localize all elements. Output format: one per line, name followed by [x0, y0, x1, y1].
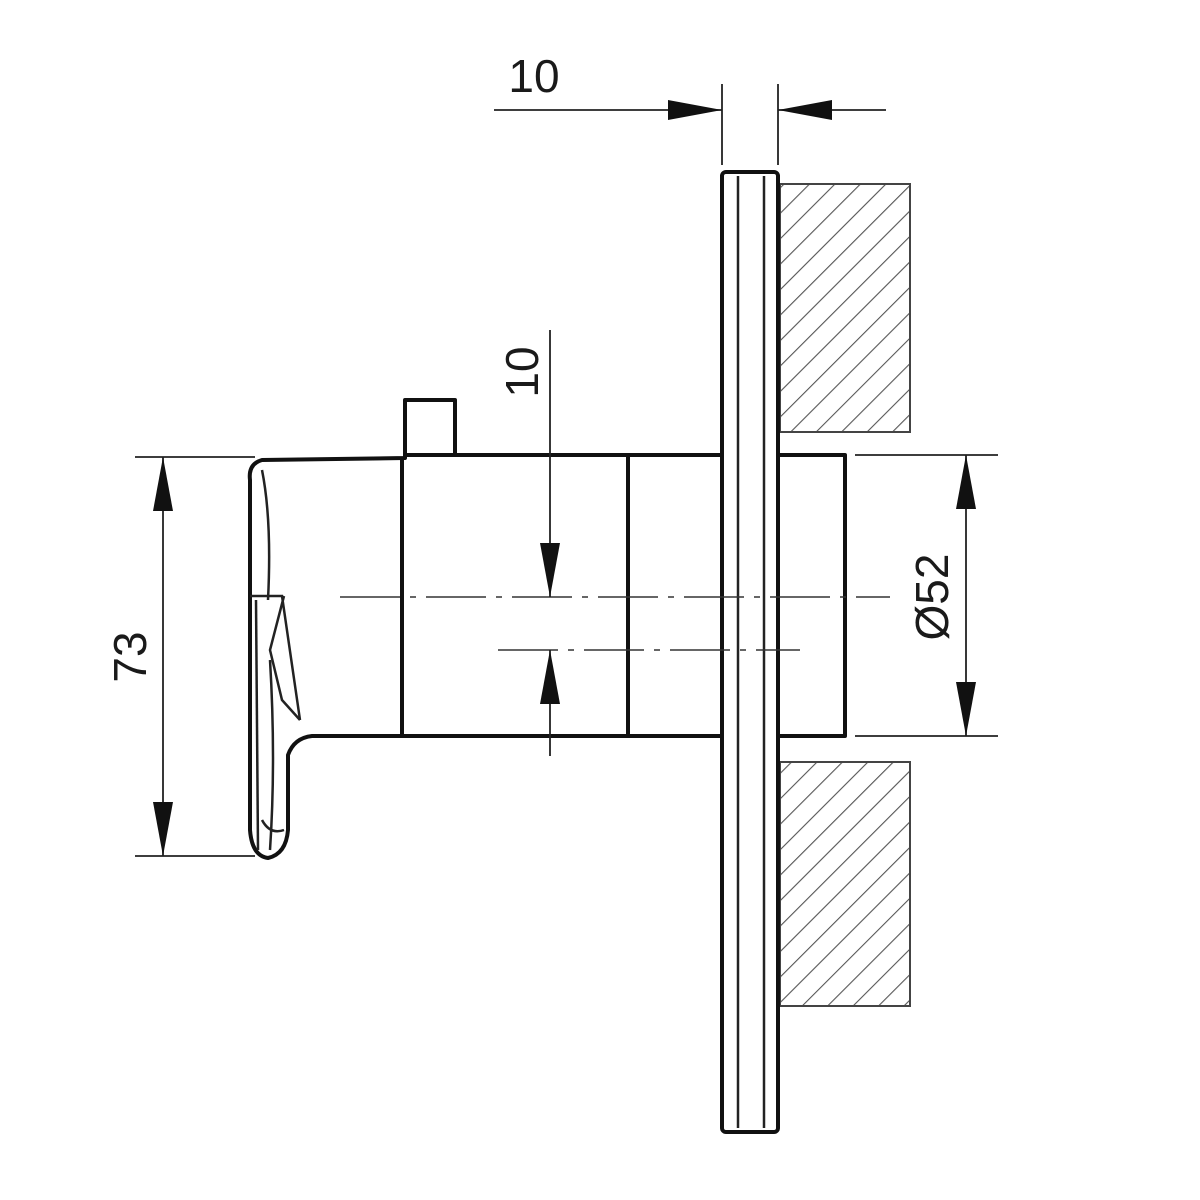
wall-section-lower — [779, 761, 911, 1007]
dimension-label-diameter: Ø52 — [906, 554, 958, 641]
wall-section-upper — [779, 183, 911, 433]
dimension-height: 73 — [104, 456, 255, 857]
dimension-plate-thickness: 10 — [494, 50, 886, 165]
dimension-offset: 10 — [496, 330, 560, 756]
dimension-label-offset: 10 — [496, 346, 548, 397]
dimension-label-height: 73 — [104, 631, 156, 682]
dimension-diameter: Ø52 — [855, 454, 998, 737]
cover-plate — [720, 170, 780, 1134]
valve-body — [247, 398, 847, 860]
dimension-label-plate-thickness: 10 — [508, 50, 559, 102]
